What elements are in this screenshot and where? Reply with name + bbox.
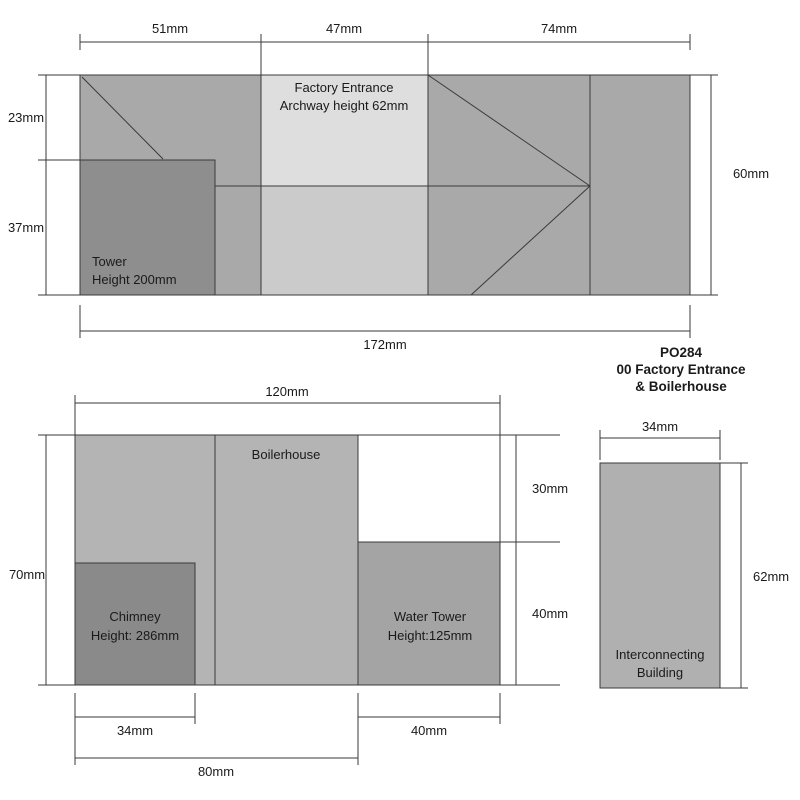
chimney-panel [74,562,196,686]
entrance-label-line1: Factory Entrance [295,80,394,95]
factory-right-dimension: 60mm [690,74,769,296]
dim-label-120mm: 120mm [265,384,308,399]
interconnecting-label-line2: Building [637,665,683,680]
dim-label-60mm: 60mm [733,166,769,181]
boilerhouse-left-dimension: 70mm [9,434,75,686]
entrance-label-line2: Archway height 62mm [280,98,409,113]
dim-label-51mm: 51mm [152,21,188,36]
dim-label-172mm: 172mm [363,337,406,352]
gable-diagonal-upper [427,74,591,187]
boilerhouse-elevation: 120mm 70mm 30mm 40mm 34mm [9,384,568,779]
gable-diagonal-lower [470,185,591,296]
boilerhouse-label: Boilerhouse [252,447,321,462]
boilerhouse-bottom-dimensions: 34mm 40mm 80mm [74,693,501,779]
dim-label-40mm-right: 40mm [532,606,568,621]
chimney-label-line1: Chimney [109,609,161,624]
entrance-upper-panel [260,74,429,187]
watertower-label-line2: Height:125mm [388,628,473,643]
dim-label-62mm: 62mm [753,569,789,584]
title-line2: 00 Factory Entrance [616,362,746,377]
interconnecting-building-elevation: 34mm 62mm Interconnecting Building [599,419,789,689]
factory-top-dimensions: 51mm 47mm 74mm [79,21,691,75]
interconnecting-label-line1: Interconnecting [616,647,705,662]
dim-label-34mm-interconnecting: 34mm [642,419,678,434]
dim-label-47mm: 47mm [326,21,362,36]
watertower-label-line1: Water Tower [394,609,467,624]
dim-label-23mm: 23mm [8,110,44,125]
tower-panel [79,159,216,296]
dim-label-74mm: 74mm [541,21,577,36]
interconnecting-outline [599,462,721,689]
dim-label-37mm: 37mm [8,220,44,235]
dim-label-40mm-bottom: 40mm [411,723,447,738]
entrance-lower-panel [260,185,429,296]
factory-left-dimensions: 23mm 37mm [8,74,80,296]
factory-bottom-dimension: 172mm [79,305,691,352]
dim-label-80mm: 80mm [198,764,234,779]
boilerhouse-right-dimensions: 30mm 40mm [358,434,568,686]
title-line1: PO284 [660,345,703,360]
tower-label-line2: Height 200mm [92,272,177,287]
title-line3: & Boilerhouse [635,379,727,394]
dim-label-30mm: 30mm [532,481,568,496]
tower-label-line1: Tower [92,254,127,269]
boilerhouse-top-dimension: 120mm [74,384,501,542]
dim-label-34mm-chimney: 34mm [117,723,153,738]
interconnecting-right-dimension: 62mm [720,462,789,689]
water-tower-panel [357,541,501,686]
product-title: PO284 00 Factory Entrance & Boilerhouse [616,345,746,394]
dim-label-70mm: 70mm [9,567,45,582]
interconnecting-top-dimension: 34mm [599,419,721,460]
chimney-label-line2: Height: 286mm [91,628,179,643]
roof-diagonal-left [81,76,164,160]
factory-entrance-elevation: 51mm 47mm 74mm 23mm 37mm 60mm 172mm [8,21,769,352]
